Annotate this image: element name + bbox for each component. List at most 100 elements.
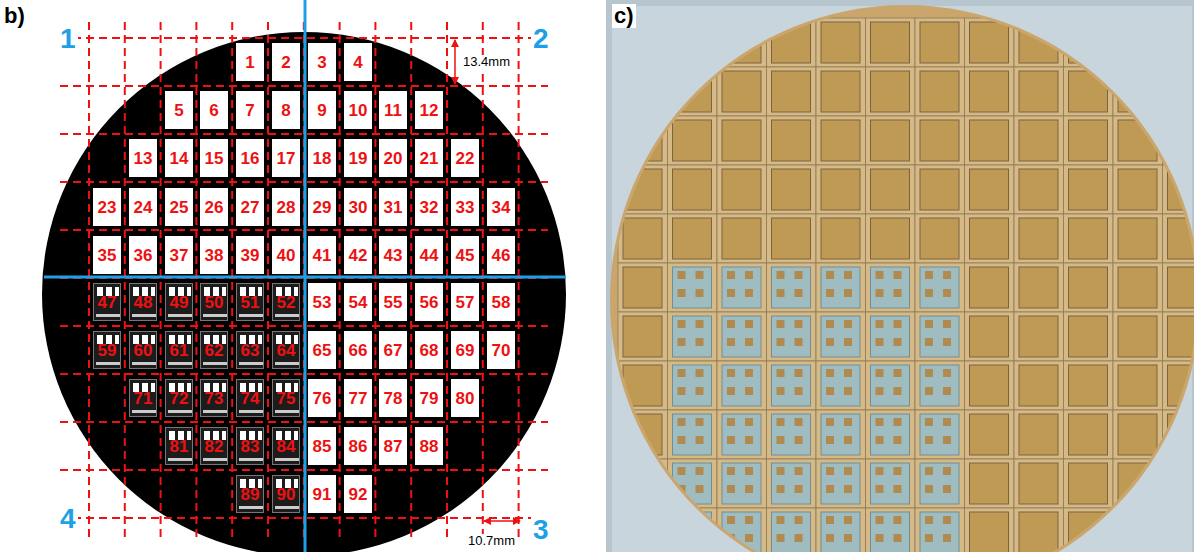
die-number: 15 — [205, 150, 224, 167]
die-number: 86 — [349, 438, 368, 455]
die-number: 31 — [384, 199, 403, 216]
die-number: 72 — [170, 390, 189, 407]
die-number: 20 — [384, 150, 403, 167]
panel-label: b) — [4, 4, 25, 28]
die-box: 6 — [200, 91, 228, 129]
die-box: 67 — [379, 331, 407, 369]
die-number: 64 — [277, 342, 296, 359]
die-number: 60 — [134, 342, 153, 359]
die-box: 74 — [236, 379, 264, 417]
die-box: 11 — [379, 91, 407, 129]
quadrant-number: 4 — [58, 504, 78, 535]
die-number: 14 — [170, 150, 189, 167]
die-number: 78 — [384, 390, 403, 407]
die-box: 80 — [451, 379, 479, 417]
die-box: 13 — [129, 139, 157, 177]
die-number: 55 — [384, 294, 403, 311]
die-box: 54 — [344, 283, 372, 321]
die-number: 88 — [420, 438, 439, 455]
die-box: 41 — [308, 236, 336, 274]
die-box: 70 — [487, 331, 515, 369]
die-number: 74 — [241, 390, 260, 407]
die-box: 65 — [308, 331, 336, 369]
die-box: 58 — [487, 283, 515, 321]
die-number: 58 — [492, 294, 511, 311]
die-number: 9 — [317, 102, 326, 119]
quadrant-number: 3 — [531, 515, 551, 546]
die-box: 27 — [236, 188, 264, 226]
die-box: 9 — [308, 91, 336, 129]
die-number: 18 — [313, 150, 332, 167]
die-number: 44 — [420, 247, 439, 264]
die-box: 81 — [165, 427, 193, 465]
die-number: 6 — [209, 102, 218, 119]
die-box: 51 — [236, 283, 264, 321]
die-number: 75 — [277, 390, 296, 407]
die-number: 10 — [349, 102, 368, 119]
die-number: 80 — [456, 390, 475, 407]
die-box: 42 — [344, 236, 372, 274]
die-number: 11 — [384, 102, 402, 119]
die-box: 71 — [129, 379, 157, 417]
die-number: 90 — [277, 486, 296, 503]
die-box: 86 — [344, 427, 372, 465]
die-number: 53 — [313, 294, 332, 311]
die-number: 48 — [134, 294, 153, 311]
die-number: 8 — [281, 102, 290, 119]
die-number: 42 — [349, 247, 368, 264]
die-box: 61 — [165, 331, 193, 369]
die-number: 79 — [420, 390, 439, 407]
die-box: 91 — [308, 475, 336, 513]
die-number: 41 — [313, 247, 332, 264]
die-number: 28 — [277, 199, 296, 216]
die-box: 47 — [93, 283, 121, 321]
die-box: 90 — [272, 475, 300, 513]
die-number: 47 — [98, 294, 117, 311]
die-box: 37 — [165, 236, 193, 274]
die-number: 26 — [205, 199, 224, 216]
die-box: 14 — [165, 139, 193, 177]
die-box: 12 — [415, 91, 443, 129]
die-box: 72 — [165, 379, 193, 417]
die-box: 78 — [379, 379, 407, 417]
die-box: 24 — [129, 188, 157, 226]
dimension-arrow — [454, 40, 456, 84]
die-number: 73 — [205, 390, 224, 407]
die-box: 10 — [344, 91, 372, 129]
die-box: 40 — [272, 236, 300, 274]
die-number: 85 — [313, 438, 332, 455]
die-number: 45 — [456, 247, 475, 264]
die-box: 34 — [487, 188, 515, 226]
die-box: 84 — [272, 427, 300, 465]
die-number: 5 — [174, 102, 183, 119]
die-number: 91 — [313, 486, 332, 503]
die-number: 57 — [456, 294, 475, 311]
die-box: 63 — [236, 331, 264, 369]
die-box: 15 — [200, 139, 228, 177]
die-number: 59 — [98, 342, 117, 359]
panel-label: c) — [612, 4, 636, 28]
die-box: 87 — [379, 427, 407, 465]
die-number: 52 — [277, 294, 296, 311]
die-box: 85 — [308, 427, 336, 465]
die-number: 38 — [205, 247, 224, 264]
die-box: 69 — [451, 331, 479, 369]
die-number: 35 — [98, 247, 117, 264]
die-box: 16 — [236, 139, 264, 177]
die-box: 8 — [272, 91, 300, 129]
die-number: 49 — [170, 294, 189, 311]
die-number: 3 — [317, 54, 326, 71]
die-number: 65 — [313, 342, 332, 359]
die-box: 73 — [200, 379, 228, 417]
die-box: 26 — [200, 188, 228, 226]
die-box: 18 — [308, 139, 336, 177]
die-number: 46 — [492, 247, 511, 264]
die-number: 27 — [241, 199, 260, 216]
die-number: 13 — [134, 150, 153, 167]
die-number: 54 — [349, 294, 368, 311]
die-box: 52 — [272, 283, 300, 321]
die-number: 2 — [281, 54, 290, 71]
die-box: 36 — [129, 236, 157, 274]
photo-background — [606, 0, 1194, 552]
die-box: 89 — [236, 475, 264, 513]
